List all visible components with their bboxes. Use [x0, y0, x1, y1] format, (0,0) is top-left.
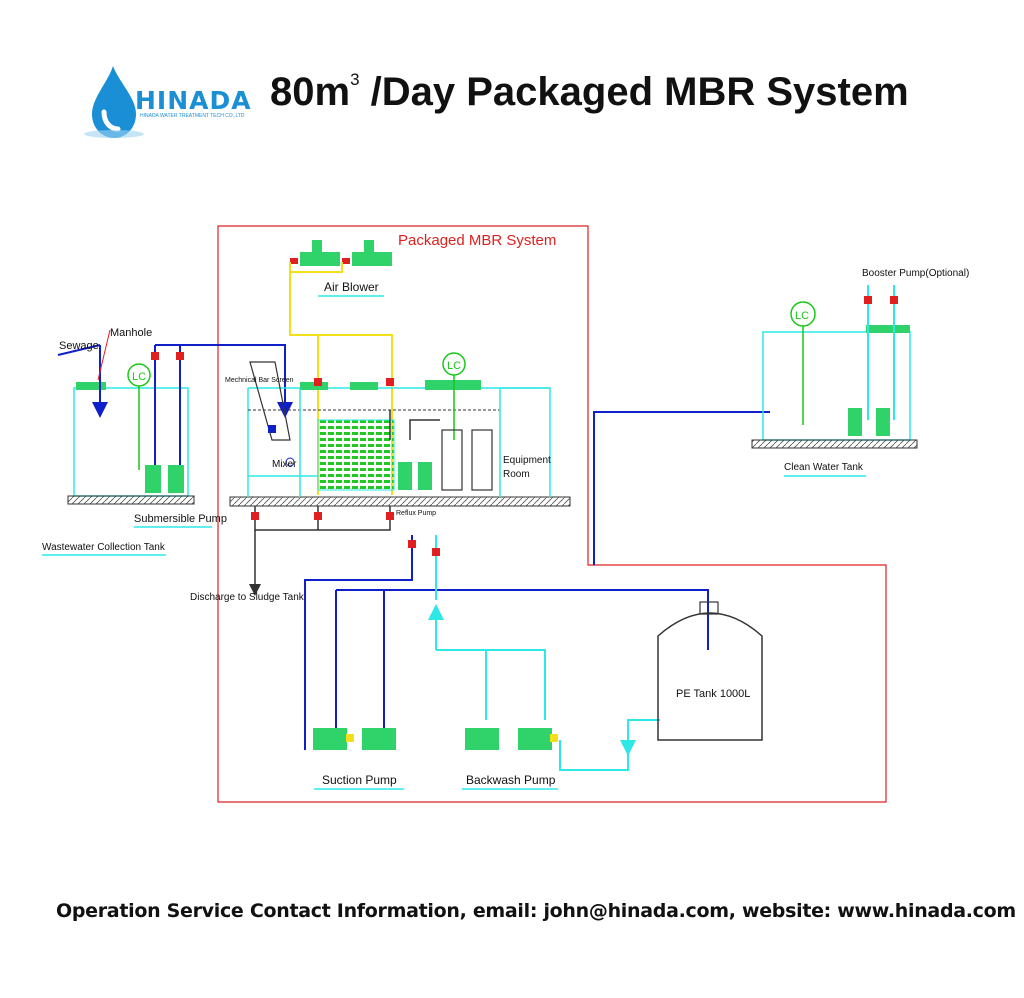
lc-sensor-1: LC	[132, 371, 146, 383]
reflux-pump-label: Reflux Pump	[396, 510, 436, 517]
lc-sensor-2: LC	[447, 360, 461, 372]
manhole-label: Manhole	[110, 327, 152, 339]
pe-tank	[657, 601, 763, 741]
sewage-label: Sewage	[59, 340, 99, 352]
packaged-system-boundary	[217, 225, 887, 803]
wastewater-tank-label: Wastewater Collection Tank	[42, 542, 166, 553]
suction-pumps	[313, 728, 396, 750]
title-suffix: /Day Packaged MBR System	[359, 70, 909, 114]
discharge-label: Discharge to Sludge Tank	[190, 592, 305, 603]
air-blower-label: Air Blower	[324, 280, 379, 294]
lc-sensor-3: LC	[795, 310, 809, 322]
brand-tagline: HINADA WATER TREATMENT TECH CO.,LTD	[140, 113, 245, 119]
contact-footer: Operation Service Contact Information, e…	[56, 900, 1016, 922]
system-label: Packaged MBR System	[398, 232, 556, 249]
booster-pump-label: Booster Pump(Optional)	[862, 268, 969, 279]
equipment-room-label-1: Equipment	[503, 455, 551, 466]
wastewater-collection-tank: LC	[57, 329, 293, 505]
brand-logo	[78, 62, 248, 142]
water-drop-icon	[84, 66, 144, 138]
title-prefix: 80m	[270, 70, 351, 114]
page-title: 80m3 /Day Packaged MBR System	[270, 70, 909, 115]
submersible-pump-label: Submersible Pump	[134, 513, 227, 525]
clean-water-tank-label: Clean Water Tank	[784, 462, 864, 473]
mixer-label: Mixer	[272, 459, 297, 470]
sludge-discharge-line	[249, 506, 394, 596]
brand-name: HINADA	[135, 86, 252, 115]
backwash-pump-label: Backwash Pump	[466, 773, 556, 787]
mbr-tank: LC	[229, 352, 571, 507]
air-blower-units	[290, 240, 392, 266]
pe-tank-label: PE Tank 1000L	[676, 688, 750, 700]
equipment-room-label-2: Room	[503, 469, 530, 480]
clean-water-tank: LC	[751, 285, 918, 449]
title-superscript: 3	[350, 69, 360, 89]
mech-bar-screen-label: Mechnical Bar Screen	[225, 377, 294, 384]
suction-pump-label: Suction Pump	[322, 773, 397, 787]
pipe-network	[304, 411, 770, 771]
backwash-pumps	[465, 728, 558, 750]
